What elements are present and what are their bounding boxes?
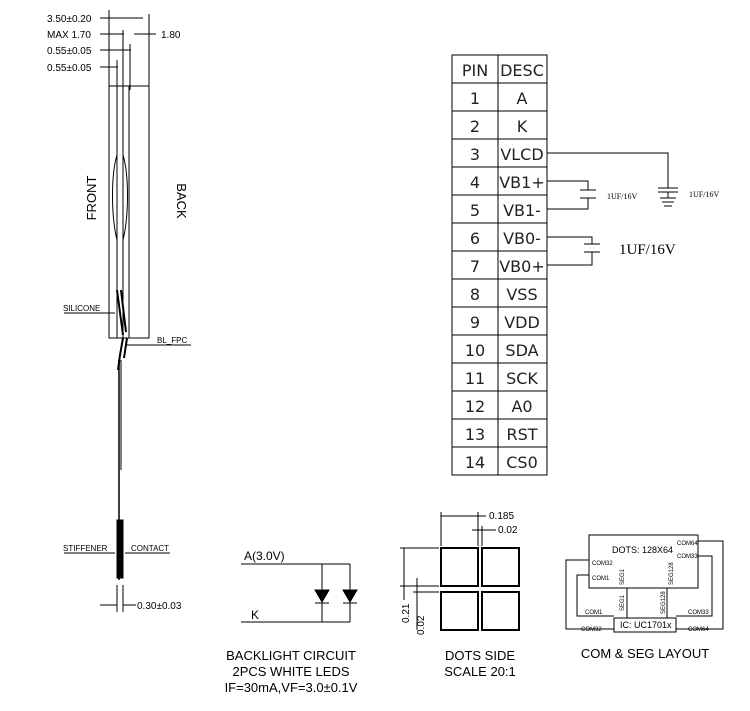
cap-vlcd-label: 1UF/16V [689,190,719,199]
seg1-inner: SEG1 [620,568,626,585]
dim-1-80: 1.80 [161,30,181,41]
pin-desc: SDA [505,341,538,360]
pin-desc: VB1+ [499,173,545,192]
dots-caption-1: DOTS SIDE [445,648,515,663]
ic-label: IC: UC1701x [620,620,672,630]
dim-0-55-b: 0.55±0.05 [47,63,92,74]
pin-number: 8 [470,285,480,304]
seg128-inner: SEG128 [669,562,675,585]
back-label: BACK [174,183,189,219]
com1-inner: COM1 [592,576,610,582]
contact-label: CONTACT [131,544,169,553]
pin-desc: VSS [506,285,537,304]
pin-desc: VB0- [503,229,541,248]
pin-number: 13 [465,425,485,444]
pin-desc: RST [506,425,537,444]
dots-128x64-label: DOTS: 128X64 [612,545,673,555]
stiffener-label: STIFFENER [63,544,108,553]
com33-inner: COM33 [677,554,698,560]
pin-number: 7 [470,257,480,276]
dots-caption-2: SCALE 20:1 [444,664,516,679]
pin-number: 11 [465,369,485,388]
pin-number: 9 [470,313,480,332]
dim-3-50: 3.50±0.20 [47,14,92,25]
dots-side [400,512,520,631]
com32-inner: COM32 [592,561,613,567]
bl-fpc-label: BL_FPC [157,336,187,345]
side-view [64,10,191,612]
pin-number: 10 [465,341,485,360]
dots-dim-0-02-left: 0.02 [416,615,427,635]
pin-desc: VLCD [500,145,543,164]
seg1-outer: SEG1 [620,594,626,611]
pin-number: 12 [465,397,485,416]
backlight-caption-3: IF=30mA,VF=3.0±0.1V [225,680,358,695]
com1-outer: COM1 [585,610,603,616]
com32-outer: COM32 [581,627,602,633]
pin-number: 3 [470,145,480,164]
backlight-caption-2: 2PCS WHITE LEDS [232,664,349,679]
pin-desc: A0 [511,397,532,416]
side-view-labels: 3.50±0.20 MAX 1.70 0.55±0.05 0.55±0.05 1… [47,14,189,612]
dots-dim-0-21: 0.21 [401,603,412,623]
thickness-dim: 0.30±0.03 [137,601,182,612]
dots-dim-0-185: 0.185 [489,511,514,522]
seg128-outer: SEG128 [661,591,667,614]
pin-desc: VDD [504,313,540,332]
front-label: FRONT [84,176,99,221]
pin-number: 14 [465,453,485,472]
com64-inner: COM64 [677,541,698,547]
com-seg-caption: COM & SEG LAYOUT [581,646,709,661]
com33-outer: COM33 [688,610,709,616]
pin-desc: K [517,117,528,136]
dots-dim-0-02-top: 0.02 [498,525,518,536]
desc-header: DESC [500,61,544,80]
cap-vb0-label: 1UF/16V [619,242,676,258]
backlight-caption-1: BACKLIGHT CIRCUIT [226,648,356,663]
pin-desc: VB1- [503,201,541,220]
pin-number: 2 [470,117,480,136]
cap-vb1-label: 1UF/16V [607,192,637,201]
pin-number: 1 [470,89,480,108]
backlight-circuit [241,563,358,623]
com-seg-layout [565,534,724,633]
pin-desc: CS0 [506,453,538,472]
pin-desc: A [517,89,528,108]
pin-desc: VB0+ [499,257,545,276]
capacitor-wiring [547,152,678,266]
pin-number: 6 [470,229,480,248]
cathode-label: K [251,608,259,622]
dim-max-1-70: MAX 1.70 [47,30,91,41]
pin-number: 4 [470,173,480,192]
silicone-label: SILICONE [63,304,100,313]
dim-0-55-a: 0.55±0.05 [47,46,92,57]
com64-outer: COM64 [688,627,709,633]
pin-header: PIN [462,61,488,80]
pin-desc: SCK [506,369,538,388]
anode-label: A(3.0V) [244,549,285,563]
pin-number: 5 [470,201,480,220]
